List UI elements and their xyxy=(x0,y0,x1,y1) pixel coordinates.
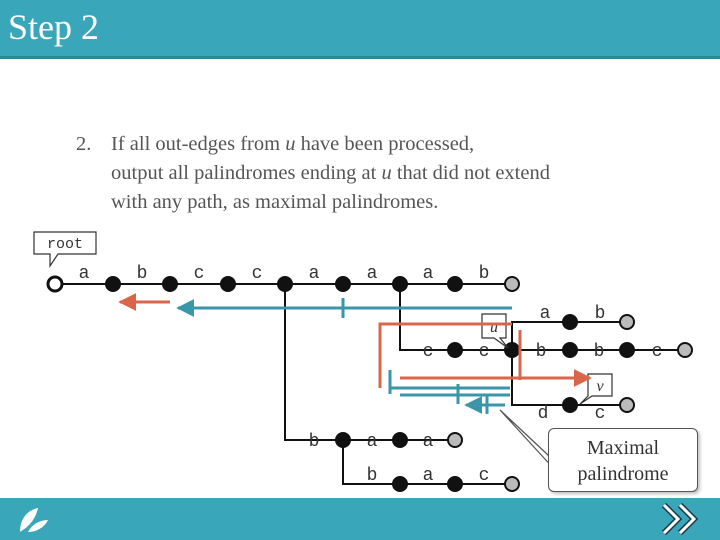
edge-label: b xyxy=(479,264,490,284)
edge-label: b xyxy=(309,432,320,452)
callout-line-1: Maximal xyxy=(586,437,660,459)
text-segment: have been processed, xyxy=(295,133,475,155)
edge-label: a xyxy=(540,304,551,324)
edge-label: a xyxy=(423,432,434,452)
edge-label: c xyxy=(194,264,205,284)
u-node xyxy=(504,342,520,358)
edge-labels: a b c c a a a b a b c c b b c d c b a a … xyxy=(79,264,663,486)
text-segment: If all out-edges from xyxy=(111,133,286,155)
root-callout: root xyxy=(33,231,97,268)
slide-header: Step 2 xyxy=(0,0,720,59)
orange-bracket xyxy=(378,322,512,388)
edge-label: c xyxy=(595,404,606,424)
tree-node xyxy=(335,432,351,448)
double-chevron-right-icon[interactable] xyxy=(660,502,710,536)
callout-line-2: palindrome xyxy=(577,463,669,485)
edge-label: a xyxy=(423,264,434,284)
u-label: u xyxy=(490,319,498,336)
edge-label: c xyxy=(652,342,663,362)
edge-label: c xyxy=(479,466,490,486)
root-label: root xyxy=(47,236,83,253)
step-line-2: output all palindromes ending at u that … xyxy=(111,159,671,188)
leaf-node xyxy=(619,397,635,413)
leaf-node xyxy=(504,476,520,492)
edge-label: b xyxy=(595,304,606,324)
step-number: 2. xyxy=(76,133,92,155)
tree-node xyxy=(335,276,351,292)
slide-footer xyxy=(0,498,720,540)
text-segment: that did not extend xyxy=(391,162,550,184)
tree-node xyxy=(392,276,408,292)
maximal-palindrome-callout: Maximal palindrome xyxy=(548,428,698,492)
edge-label: c xyxy=(423,342,434,362)
edge-label: a xyxy=(367,264,378,284)
v-label: v xyxy=(596,378,604,395)
edge-label: b xyxy=(137,264,148,284)
tree-node xyxy=(447,342,463,358)
variable-u: u xyxy=(381,162,392,184)
leaf-logo-icon xyxy=(17,508,48,535)
palindrome-arrows xyxy=(118,293,592,414)
tree-node xyxy=(447,276,463,292)
edge-label: b xyxy=(367,466,378,486)
tree-node xyxy=(562,314,578,330)
text-segment: output all palindromes ending at xyxy=(111,162,382,184)
leaf-node xyxy=(447,432,463,448)
tree-nodes xyxy=(46,275,693,492)
tree-node xyxy=(447,476,463,492)
edge-label: a xyxy=(367,432,378,452)
tree-node xyxy=(277,276,293,292)
tree-node xyxy=(619,342,635,358)
edge-label: b xyxy=(536,342,547,362)
tree-node xyxy=(562,342,578,358)
edge-label: c xyxy=(252,264,263,284)
palindrome-tree-diagram: root a b c c a a a b a xyxy=(33,231,693,492)
leaf-node xyxy=(619,314,635,330)
root-node xyxy=(46,275,64,293)
edge-label: d xyxy=(538,404,549,424)
leaf-node xyxy=(504,276,520,292)
edge-label: a xyxy=(309,264,320,284)
tree-node xyxy=(392,432,408,448)
v-node xyxy=(562,397,578,413)
tree-node xyxy=(392,476,408,492)
variable-u: u xyxy=(285,133,296,155)
edge-label: b xyxy=(594,342,605,362)
step-line-1: If all out-edges from u have been proces… xyxy=(111,130,671,159)
tree-node xyxy=(220,276,236,292)
tree-node xyxy=(162,276,178,292)
edge-label: a xyxy=(423,466,434,486)
edge-label: c xyxy=(479,342,490,362)
tree-node xyxy=(105,276,121,292)
step-line-3: with any path, as maximal palindromes. xyxy=(111,191,439,213)
slide-title: Step 2 xyxy=(8,7,100,47)
leaf-node xyxy=(677,342,693,358)
edge-label: a xyxy=(79,264,90,284)
